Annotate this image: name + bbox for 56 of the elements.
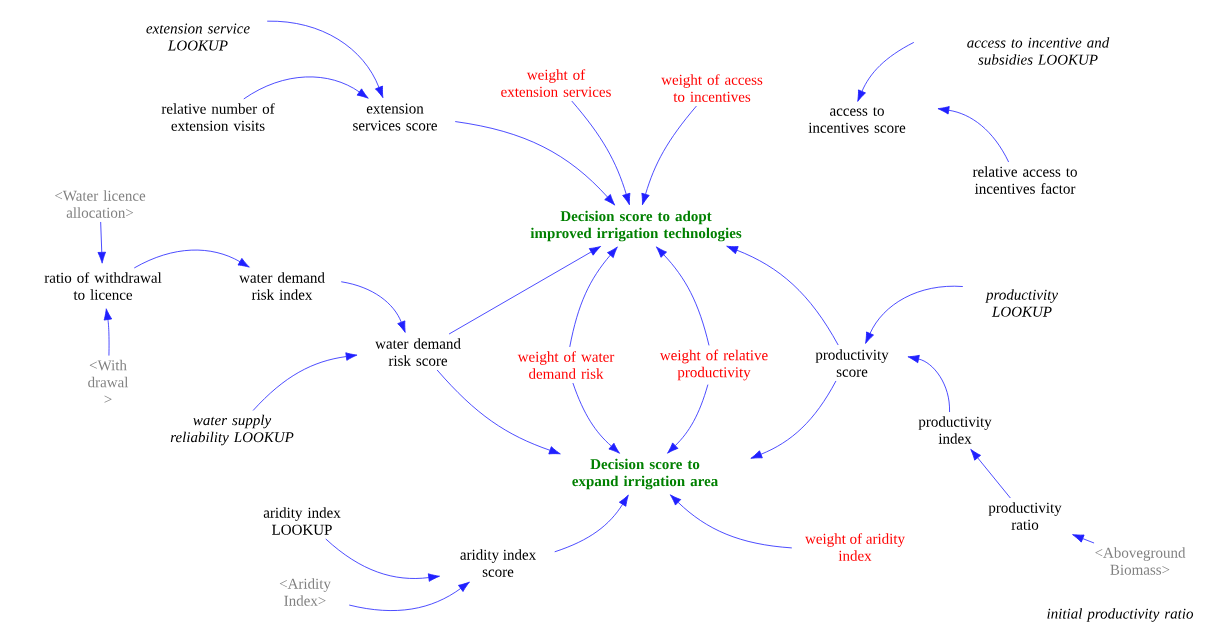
variable-label: water demand risk score [375,338,461,366]
lookup-label: productivity LOOKUP [985,289,1058,317]
arrow [436,369,561,455]
arrow [266,20,384,98]
arrow [569,246,618,348]
weight-label: weight of aridity index [805,533,905,561]
variable-label: relative access to incentives factor [972,166,1077,194]
arrow [970,448,1011,499]
arrow [243,76,369,100]
arrow [97,221,106,264]
variable-label: relative number of extension visits [161,103,275,131]
variable-label: productivity score [815,349,889,377]
arrow [655,246,710,346]
lookup-label: water supply reliability LOOKUP [170,414,294,446]
weight-label: weight of relative productivity [659,349,768,381]
variable-label: extension services score [353,103,437,131]
variable-label: aridity index score [460,549,536,577]
arrow [554,494,629,553]
arrow [750,380,837,459]
arrow [133,249,250,269]
arrow [937,106,1010,163]
weight-label: weight of extension services [501,69,611,97]
lookup-label: extension service LOOKUP [146,23,250,51]
decision-label: Decision score to adopt improved irrigation technologies [530,210,742,242]
lookup-label: initial productivity ratio [1047,608,1194,622]
arrow [857,42,915,102]
arrow [667,384,709,454]
shadow-variable-label: <Water licence allocation> [55,190,146,218]
variable-label: water demand risk index [239,272,325,300]
shadow-variable-label: <With drawal > [88,359,129,403]
arrow [726,245,839,346]
arrow [641,105,697,206]
arrow [103,308,113,356]
weight-label: weight of access to incentives [661,74,763,102]
variable-label: ratio of withdrawal to licence [44,272,162,300]
arrow [340,281,406,333]
arrow [571,100,631,206]
arrow [865,285,964,344]
arrow [454,121,616,206]
variable-label: productivity ratio [988,502,1062,530]
arrow [1072,534,1095,544]
shadow-variable-label: <Aboveground Biomass> [1095,547,1186,575]
arrow [572,382,620,454]
arrow [348,581,470,611]
arrow [448,246,602,335]
decision-label: Decision score to expand irrigation area [572,458,718,490]
variable-label: access to incentives score [808,107,906,133]
arrow [669,494,793,549]
arrow [252,352,358,411]
arrow [907,354,950,413]
lookup-label: access to incentive and subsidies LOOKUP [967,37,1110,65]
arrow [325,538,440,582]
variable-label: aridity index LOOKUP [263,507,341,535]
shadow-variable-label: <Aridity Index> [279,578,331,606]
weight-label: weight of water demand risk [517,351,615,379]
variable-label: productivity index [918,416,992,444]
